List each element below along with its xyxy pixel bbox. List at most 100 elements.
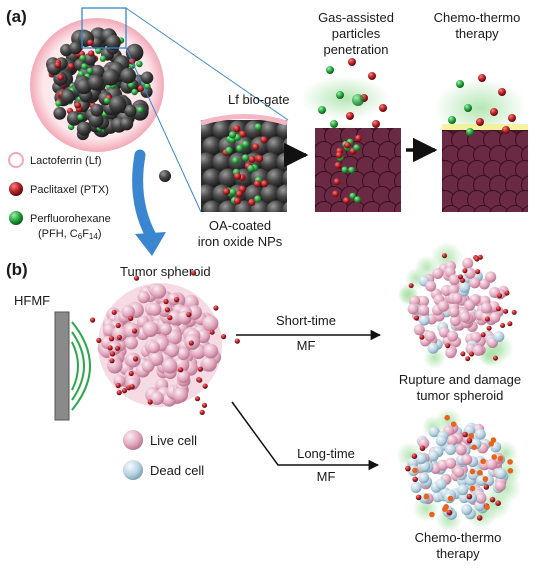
nanoparticle-core <box>46 27 154 141</box>
iron-oxide-np <box>266 136 286 156</box>
nanocarrier <box>164 307 170 313</box>
tumor-cell <box>457 205 477 212</box>
tumor-cell <box>394 201 401 212</box>
tumor-cell <box>505 205 525 212</box>
iron-oxide-np <box>83 52 97 66</box>
pfh-droplet <box>137 106 144 114</box>
nanocarrier <box>111 309 117 315</box>
nanocarrier <box>109 336 115 342</box>
legend-lactoferrin-label: Lactoferrin (Lf) <box>30 155 102 167</box>
iron-oxide-np <box>202 136 222 156</box>
nanocarrier <box>484 316 490 322</box>
nanocarrier <box>468 433 475 439</box>
drug-particle <box>233 125 241 133</box>
nanocarrier <box>444 414 451 421</box>
legend-ptx-label: Paclitaxel (PTX) <box>30 184 109 196</box>
iron-oxide-np <box>276 120 287 140</box>
hfmf-label: HFMF <box>14 293 50 308</box>
lf-bio-gate-layer <box>200 114 288 126</box>
drug-particle <box>225 146 233 154</box>
hfmf-coil <box>54 311 70 421</box>
spheroid-cell <box>435 478 447 490</box>
therapy-a-label-line1: Chemo-thermo <box>434 10 521 25</box>
drug-particle <box>260 136 268 144</box>
spheroid-cell <box>410 482 422 493</box>
live-cell <box>173 387 188 403</box>
spheroid-cell <box>424 330 436 342</box>
spheroid-cell <box>486 458 498 470</box>
drug-particle <box>256 155 264 163</box>
spheroid-cell <box>432 268 444 279</box>
spheroid-cell <box>438 326 450 338</box>
nanocarrier <box>482 476 489 482</box>
tumor-cell <box>521 145 528 165</box>
spheroid-cell <box>485 271 497 283</box>
released-particle <box>456 80 464 88</box>
iron-oxide-np <box>60 89 75 104</box>
zoom-line-bottom <box>125 47 202 213</box>
spheroid-cell <box>461 504 473 516</box>
nanocarrier <box>107 345 113 351</box>
nanocarrier <box>115 322 121 329</box>
drug-particle <box>241 154 250 162</box>
drug-particle <box>235 190 243 198</box>
released-particle <box>476 118 484 126</box>
spheroid-cell <box>447 330 458 342</box>
nanocarrier <box>458 274 463 280</box>
nanocarrier <box>475 269 481 275</box>
pfh-droplet <box>99 55 107 62</box>
nanocarrier <box>415 494 422 501</box>
ptx-molecule <box>67 63 75 70</box>
ruptured-spheroid <box>397 241 517 370</box>
nanocarrier <box>209 329 215 335</box>
live-cell <box>121 305 135 319</box>
live-cell <box>165 343 180 358</box>
nanocarrier <box>163 298 169 305</box>
released-particle <box>330 120 338 128</box>
nanocarrier <box>412 476 419 483</box>
panel-b-label: (b) <box>6 260 28 279</box>
released-particle <box>466 128 474 136</box>
iron-oxide-np <box>201 152 216 172</box>
tumor-cell <box>473 205 493 212</box>
released-particle <box>478 74 486 82</box>
live-cell <box>142 321 159 338</box>
tumor-spheroid-label: Tumor spheroid <box>120 264 211 279</box>
spheroid-cell <box>437 300 449 312</box>
drug-particle <box>248 155 256 163</box>
nanocarrier <box>194 396 201 402</box>
spheroid-cell <box>474 428 486 440</box>
penetrating-particle <box>344 141 351 149</box>
nanocarrier-sphere <box>30 18 164 152</box>
nanocarrier <box>121 388 128 394</box>
spheroid-cell <box>461 454 473 466</box>
gas-glow <box>423 346 446 370</box>
released-particle <box>498 88 506 96</box>
nanocarrier <box>188 340 194 346</box>
live-cell <box>202 315 219 332</box>
nanocarrier <box>128 370 134 377</box>
nanocarrier <box>411 453 418 460</box>
long-time-arrow <box>231 401 380 471</box>
live-cell <box>137 290 150 304</box>
spheroid-cell <box>407 303 419 315</box>
iron-oxide-np <box>87 74 104 91</box>
nanocarrier <box>507 468 514 474</box>
tumor-cell <box>521 205 528 212</box>
nanocarrier <box>469 468 476 475</box>
nanocarrier <box>186 312 192 318</box>
iron-oxide-np <box>276 184 287 204</box>
live-cell <box>177 370 190 384</box>
penetrating-particle <box>334 162 342 169</box>
live-cell-label: Live cell <box>150 433 197 448</box>
nanocarrier <box>466 493 473 500</box>
drug-particle <box>261 180 269 188</box>
spheroid-cell <box>448 306 460 318</box>
iron-oxide-np <box>120 67 136 84</box>
spheroid-cell <box>407 456 419 468</box>
iron-oxide-np <box>76 121 92 136</box>
live-cell <box>159 323 172 336</box>
zoom-line-top <box>125 7 289 121</box>
spheroid-cell <box>418 304 430 316</box>
